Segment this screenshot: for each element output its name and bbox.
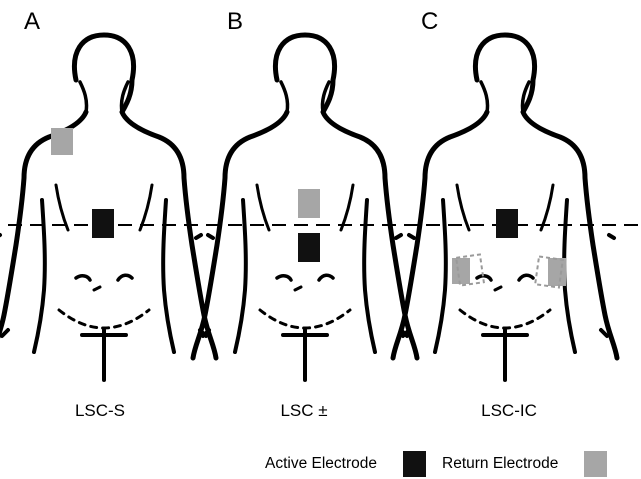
legend-return-label: Return Electrode	[442, 455, 558, 473]
panel-c-body-icon	[393, 35, 617, 380]
legend-return-swatch	[584, 451, 607, 477]
panel-c-letter: C	[421, 8, 438, 36]
panel-b-active-electrode	[298, 233, 320, 262]
panel-a-return-electrode	[51, 128, 73, 155]
panel-c-return-electrode-left	[452, 254, 484, 285]
panel-b-caption: LSC ±	[244, 401, 364, 421]
panel-b-return-electrode	[298, 189, 320, 218]
panel-a-letter: A	[24, 8, 40, 36]
legend-active-label: Active Electrode	[265, 455, 377, 473]
panel-b-letter: B	[227, 8, 243, 36]
legend-active-swatch	[403, 451, 426, 477]
panel-c-return-electrode-right	[535, 256, 566, 287]
panel-a-caption: LSC-S	[40, 401, 160, 421]
panel-a-active-electrode	[92, 209, 114, 238]
panel-c-active-electrode	[496, 209, 518, 238]
panel-c-caption: LSC-IC	[449, 401, 569, 421]
panel-a-body-icon	[0, 35, 216, 380]
